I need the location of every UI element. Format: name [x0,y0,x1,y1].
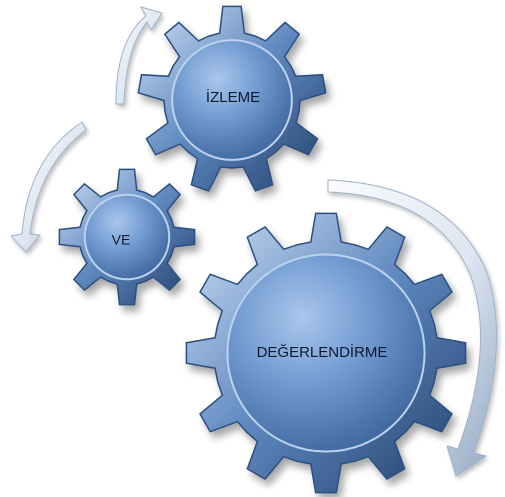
gear-face [83,193,171,281]
arrow-top-curve [115,6,163,105]
gear-label-degerlendirme: DEĞERLENDİRME [257,343,388,361]
arrow-left-curve [10,121,87,253]
gear-label-izleme: İZLEME [206,88,260,106]
cycle-arrows [10,6,498,477]
arrow-right-curve [327,179,498,477]
gear-face [171,39,293,161]
gear-degerlendirme [185,212,467,494]
gear-face [226,253,426,453]
gear-label-ve: VE [112,232,131,248]
gear-ve [58,168,196,306]
gear-izleme [137,5,327,192]
